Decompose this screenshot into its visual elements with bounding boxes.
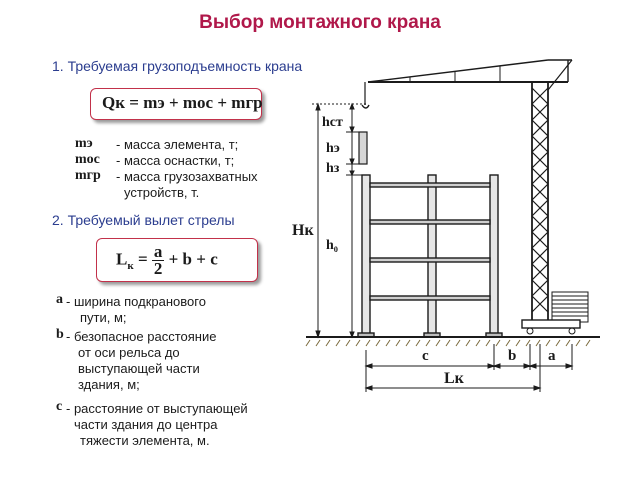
section-2-heading: 2. Требуемый вылет стрелы [52, 212, 235, 228]
legend-1-text-0: - масса элемента, т; [116, 137, 239, 152]
formula-1-box [90, 88, 262, 120]
legend-2-sym-a: a [56, 292, 63, 307]
legend-2-a-line-0: - ширина подкранового [66, 294, 206, 309]
formula-2-lhs-sub: к [127, 259, 134, 272]
legend-2-a-line-1: пути, м; [80, 310, 127, 325]
lifted-element [358, 131, 368, 165]
crane-boom [367, 59, 572, 83]
legend-2-c-line-2: тяжести элемента, м. [80, 433, 210, 448]
legend-1-text-1: - масса оснастки, т; [116, 153, 235, 168]
legend-2-c-line-1: части здания до центра [74, 417, 218, 432]
dim-hz: hз [326, 161, 340, 176]
dim-b: b [508, 348, 517, 364]
legend-1-text-2: - масса грузозахватных [116, 169, 258, 184]
formula-2-lhs: L [116, 249, 128, 269]
formula-2-den: 2 [153, 259, 163, 278]
legend-2-b-line-0: - безопасное расстояние [66, 329, 217, 344]
dim-a: a [548, 348, 556, 364]
crane-tower [531, 59, 573, 320]
dim-c: c [422, 348, 429, 364]
height-dimensions [312, 102, 368, 339]
formula-2-rest: + b + c [168, 249, 218, 269]
legend-2-sym-b: b [56, 327, 64, 342]
legend-2-b-line-3: здания, м; [78, 377, 140, 392]
legend-1-text-3: устройств, т. [124, 185, 200, 200]
ground-hatch [305, 339, 591, 347]
legend-1-sym-2: mгр [75, 168, 101, 183]
legend-1-sym-1: mос [75, 152, 100, 167]
counterweight [551, 291, 589, 323]
formula-1-text: Qк = mэ + mос + mгр [102, 93, 263, 112]
formula-2-num: a [151, 242, 165, 261]
legend-1-sym-0: mэ [75, 136, 93, 151]
legend-2-b-line-2: выступающей части [78, 361, 200, 376]
formula-2-eq: = [137, 249, 148, 269]
wheel-right-icon [568, 327, 576, 335]
dim-lk: Lк [444, 370, 464, 387]
dim-hst: hст [322, 115, 343, 130]
width-dimensions [364, 344, 574, 392]
wheel-left-icon [526, 327, 534, 335]
legend-2-sym-c: c [56, 399, 63, 414]
page-title: Выбор монтажного крана [199, 12, 441, 33]
crane-base [521, 319, 581, 329]
dim-h0: h₀ [326, 238, 338, 253]
section-1-heading: 1. Требуемая грузоподъемность крана [52, 58, 303, 74]
legend-2-c-line-0: - расстояние от выступающей [66, 401, 248, 416]
hook-icon [361, 104, 370, 109]
building-frame [357, 174, 503, 338]
legend-2-b-line-1: от оси рельса до [78, 345, 180, 360]
dim-he: hэ [326, 141, 340, 156]
formula-2-box [96, 238, 258, 282]
formula-1: Qк = mэ + mос + mгр [102, 93, 263, 113]
dim-hk: Hк [292, 222, 314, 239]
